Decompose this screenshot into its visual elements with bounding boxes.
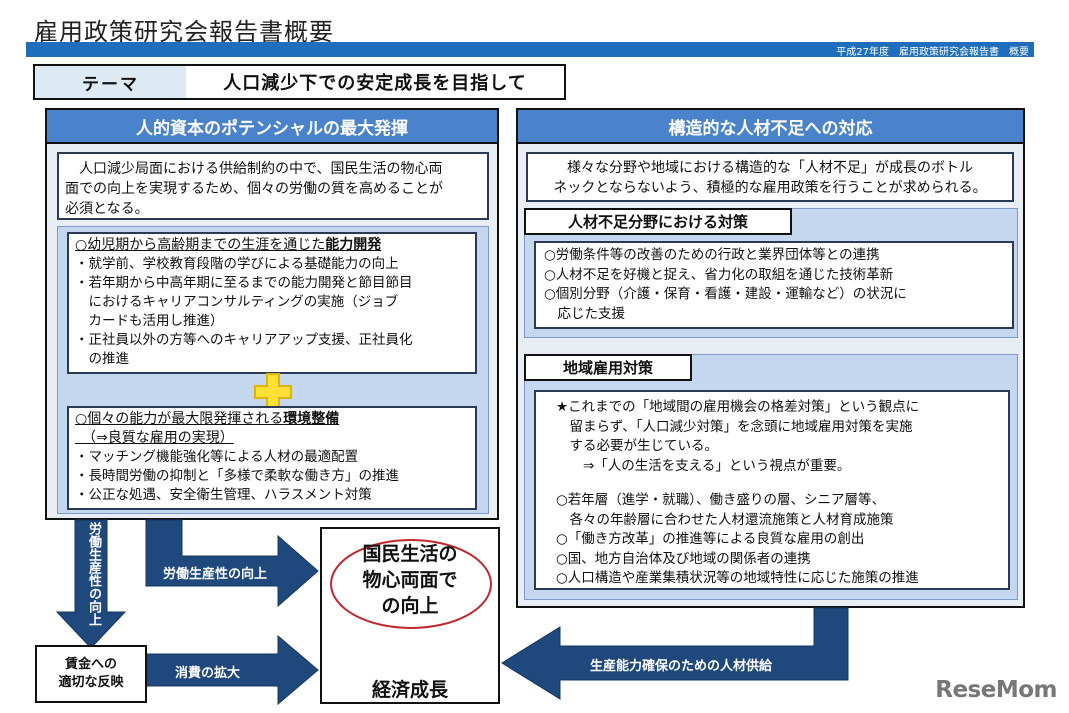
left-panel-heading: 人的資本のポテンシャルの最大発揮	[47, 110, 497, 144]
measure-line: 応じた支援	[544, 305, 625, 322]
theme-value: 人口減少下での安定成長を目指して	[186, 64, 566, 100]
intro-line: 様々な分野や地域における構造的な「人材不足」が成長のボトル	[567, 160, 973, 176]
measure-line: ⇒「人の生活を支える」という視点が重要。	[556, 457, 851, 474]
intro-line: 面での向上を実現するため、個々の労働の質を高めることが	[65, 181, 443, 197]
goal-line: の向上	[381, 595, 439, 617]
right-arrow-top-label: 労働生産性の向上	[163, 567, 268, 582]
right-panel: 構造的な人材不足への対応 様々な分野や地域における構造的な「人材不足」が成長のボ…	[516, 108, 1025, 608]
goal-box: 国民生活の 物心両面で の向上 経済成長	[320, 527, 500, 704]
left-intro-box: 人口減少局面における供給制約の中で、国民生活の物心両 面での向上を実現するため、…	[57, 152, 489, 220]
bullet-line: ・マッチング機能強化等による人材の最適配置	[75, 449, 359, 465]
header-bar-caption: 平成27年度 雇用政策研究会報告書 概要	[836, 47, 1029, 58]
regional-section-tab: 地域雇用対策	[524, 354, 692, 381]
measure-line: する必要が生じている。	[556, 438, 718, 454]
intro-line: 人口減少局面における供給制約の中で、国民生活の物心両	[65, 161, 443, 177]
right-arrow-top-icon	[145, 519, 319, 608]
goal-line: 物心両面で	[362, 569, 458, 591]
measure-line: ○個別分野（介護・保育・看護・建設・運輸など）の状況に	[544, 286, 907, 302]
shortage-measures-box: ○労働条件等の改善のための行政と業界団体等との連携 ○人材不足を好機と捉え、省力…	[534, 241, 1014, 329]
measure-line: ○国、地方自治体及び地域の関係者の連携	[556, 550, 811, 567]
measure-line: ○労働条件等の改善のための行政と業界団体等との連携	[544, 247, 880, 263]
left-panel: 人的資本のポテンシャルの最大発揮 人口減少局面における供給制約の中で、国民生活の…	[45, 108, 499, 520]
goal-line: 国民生活の	[362, 543, 458, 565]
bullet-line: ・公正な処遇、安全衛生管理、ハラスメント対策	[75, 487, 372, 503]
theme-label: テーマ	[33, 64, 188, 100]
wage-line: 賃金への	[64, 657, 117, 672]
measure-line: ○人口構造や産業集積状況等の地域特性に応じた施策の推進	[556, 570, 919, 586]
bullet-line: ・若年期から中高年期に至るまでの能力開発と節目節目	[75, 275, 413, 291]
right-arrow-bottom-label: 消費の拡大	[175, 666, 241, 681]
page-title: 雇用政策研究会報告書概要	[34, 18, 334, 46]
left-arrow-icon	[501, 607, 849, 700]
measure-line: ○人材不足を好機と捉え、省力化の取組を通じた技術革新	[544, 266, 894, 283]
measure-line: 留まらず、「人口減少対策」を念頭に地域雇用対策を実施	[556, 418, 913, 435]
environment-subtitle: （⇒良質な雇用の実現）	[75, 430, 234, 446]
goal-text: 国民生活の 物心両面で の向上	[322, 541, 498, 619]
bullet-line: の推進	[75, 351, 129, 367]
wage-reflection-box: 賃金への 適切な反映	[35, 645, 147, 703]
shortage-section-tab: 人材不足分野における対策	[524, 208, 792, 235]
down-arrow-icon	[55, 519, 127, 649]
environment-title: ○個々の能力が最大限発揮される環境整備	[75, 411, 340, 427]
bullet-line: におけるキャリアコンサルティングの実施（ジョブ	[75, 294, 399, 310]
resemom-logo: ReseMom	[935, 677, 1057, 703]
left-arrow-label: 生産能力確保のための人材供給	[590, 659, 773, 674]
right-intro-box: 様々な分野や地域における構造的な「人材不足」が成長のボトル ネックとならないよう…	[526, 152, 1014, 202]
goal-ellipse-icon	[330, 539, 492, 629]
wage-line: 適切な反映	[58, 675, 124, 690]
bullet-line: ・長時間労働の抑制と「多様で柔軟な働き方」の推進	[75, 468, 399, 484]
intro-line: 必須となる。	[65, 201, 149, 217]
right-arrow-bottom-icon	[145, 634, 319, 706]
down-arrow-label: 労働生産性の向上	[86, 522, 101, 626]
right-panel-heading: 構造的な人材不足への対応	[518, 110, 1023, 144]
ability-development-box: ○幼児期から高齢期までの生涯を通じた能力開発 ・就学前、学校教育段階の学びによる…	[67, 232, 477, 374]
bullet-line: ・就学前、学校教育段階の学びによる基礎能力の向上	[75, 256, 399, 272]
measure-line: ★これまでの「地域間の雇用機会の格差対策」という観点に	[556, 399, 920, 415]
measure-line: ○「働き方改革」の推進等による良質な雇用の創出	[556, 531, 865, 547]
measure-line: ○若年層（進学・就職）、働き盛りの層、シニア層等、	[556, 492, 886, 508]
economic-growth-label: 経済成長	[371, 679, 448, 701]
intro-line: ネックとならないよう、積極的な雇用政策を行うことが求められる。	[553, 180, 987, 196]
environment-box: ○個々の能力が最大限発揮される環境整備 （⇒良質な雇用の実現） ・マッチング機能…	[67, 406, 477, 510]
measure-line: 各々の年齢層に合わせた人材還流施策と人材育成施策	[556, 511, 894, 528]
ability-development-title: ○幼児期から高齢期までの生涯を通じた能力開発	[75, 237, 382, 253]
bullet-line: ・正社員以外の方等へのキャリアアップ支援、正社員化	[75, 332, 413, 348]
regional-measures-box: ★これまでの「地域間の雇用機会の格差対策」という観点に 留まらず、「人口減少対策…	[534, 390, 1010, 590]
header-bar	[26, 42, 1034, 57]
bullet-line: カードも活用し推進）	[75, 313, 224, 329]
